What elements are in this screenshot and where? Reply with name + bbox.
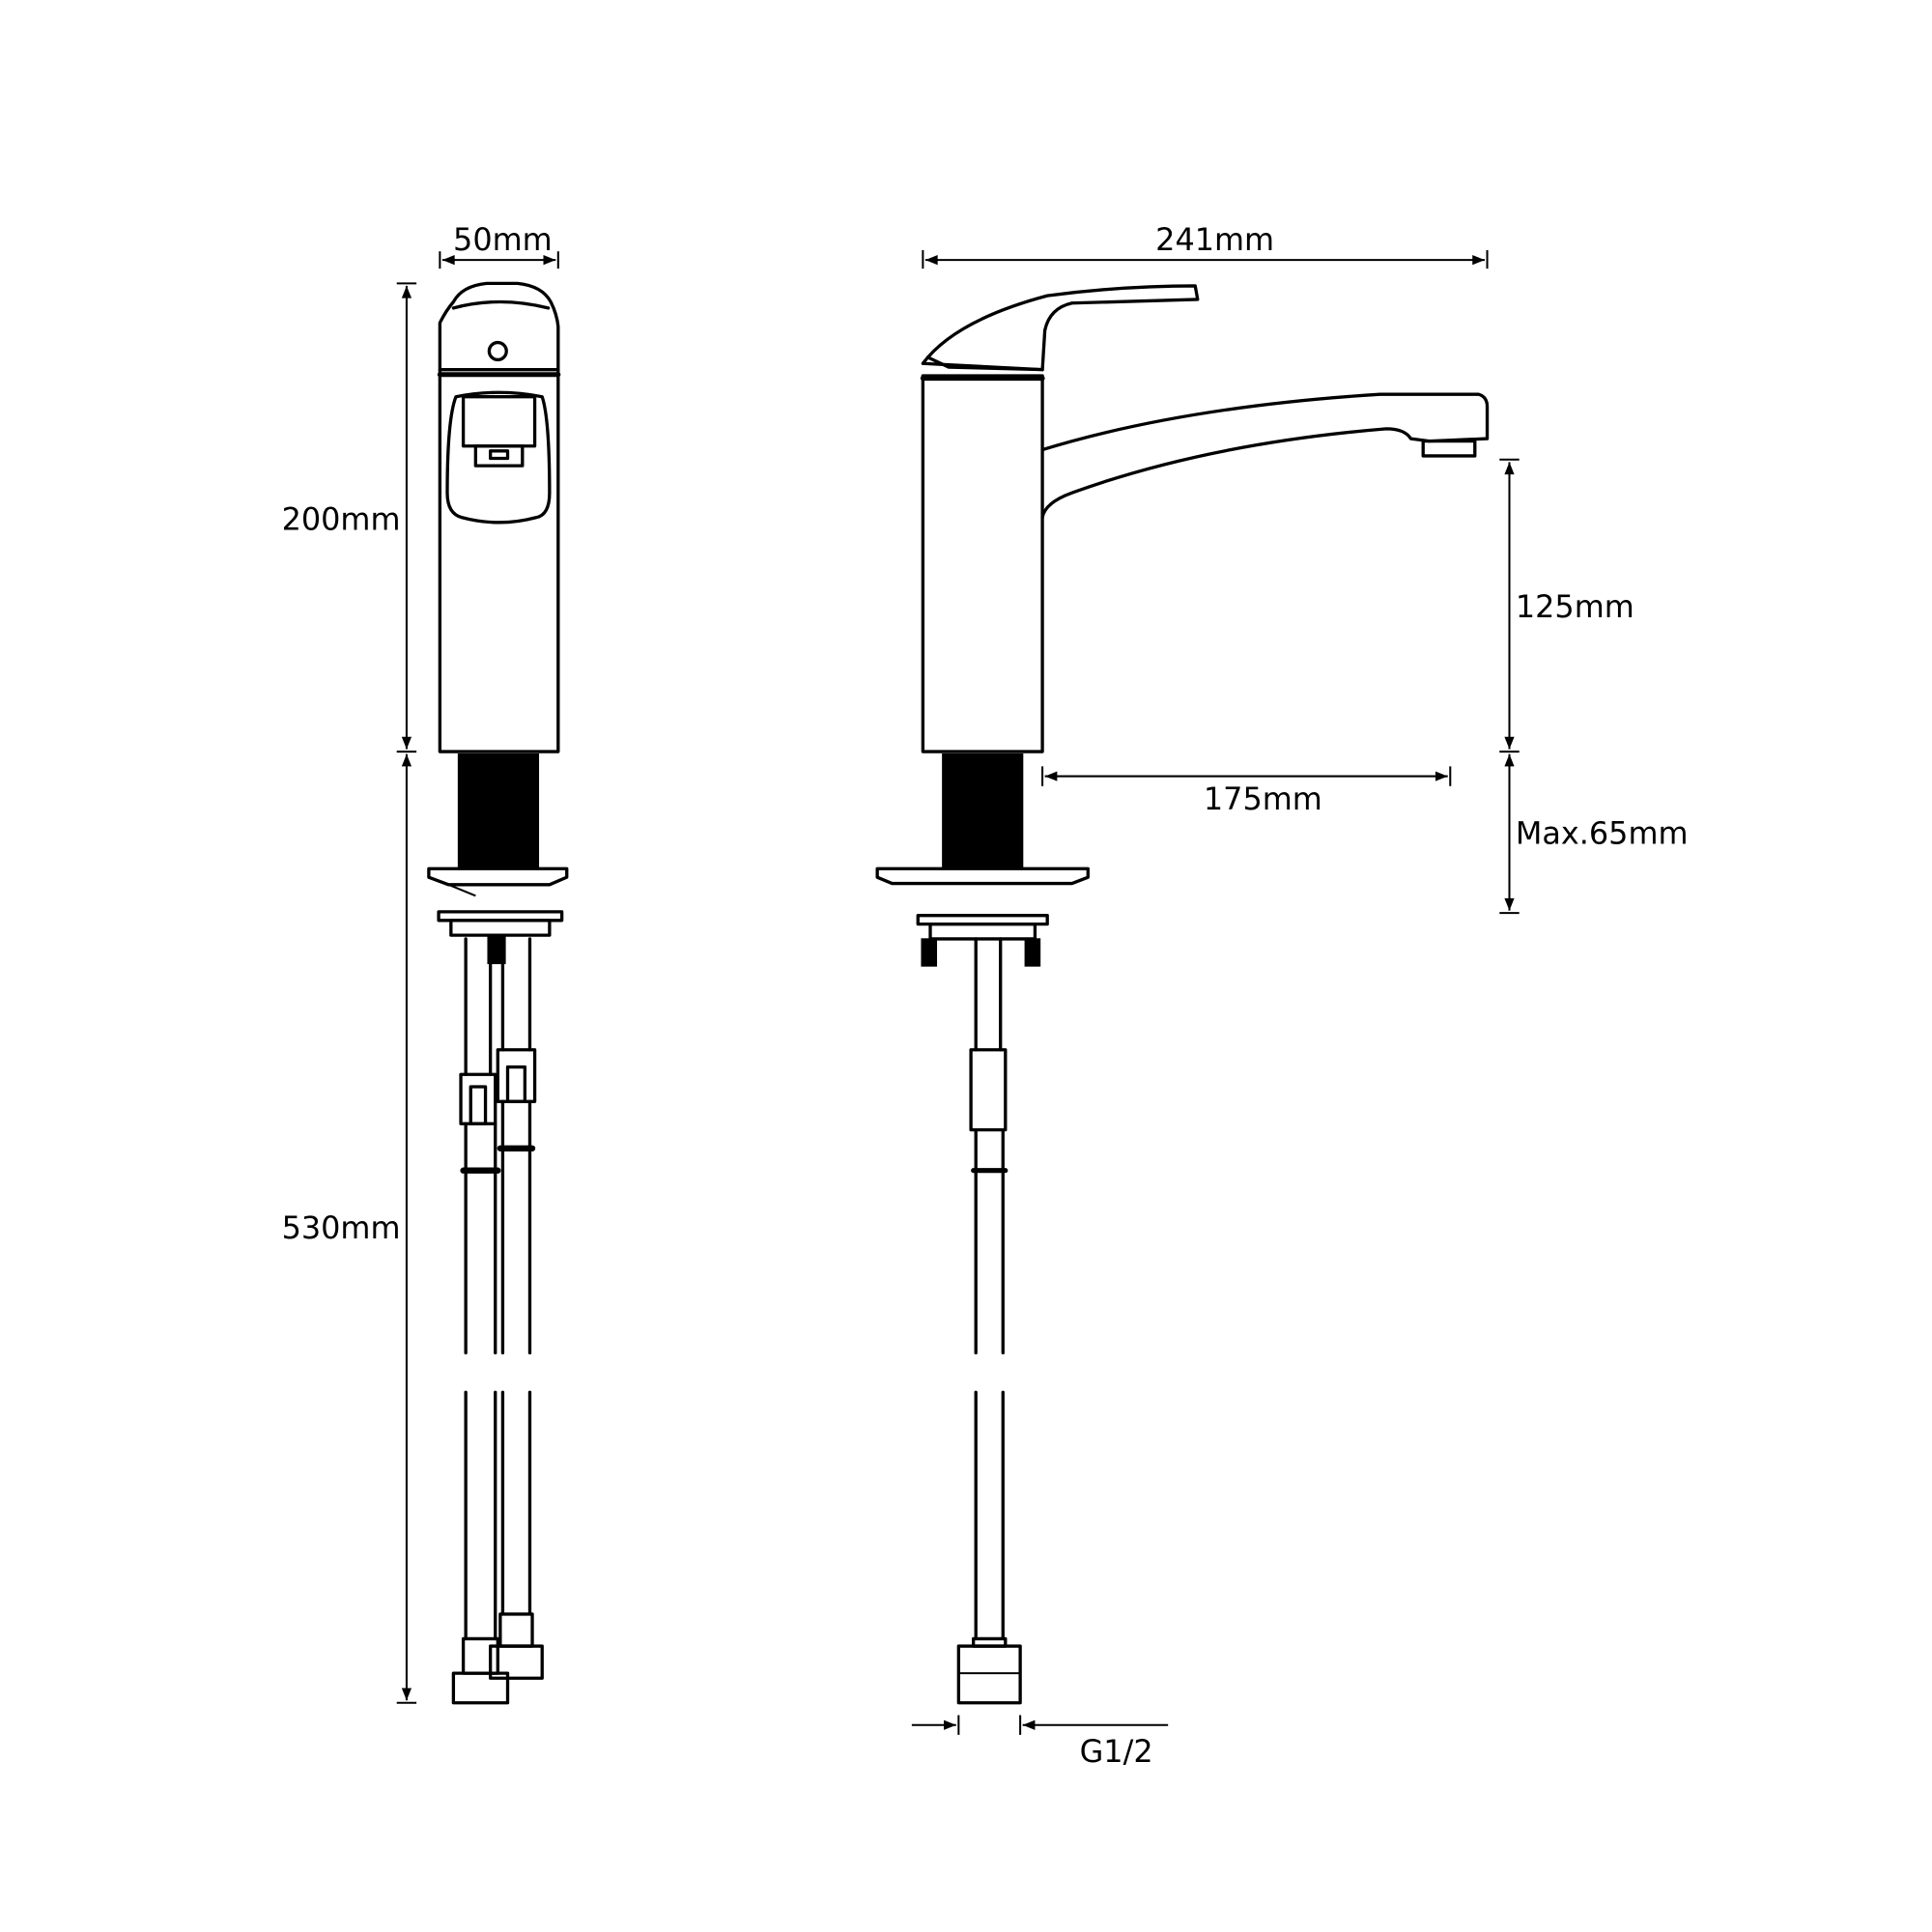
label-hose-length: 530mm: [282, 1209, 401, 1246]
label-overall-length: 241mm: [1155, 221, 1274, 258]
dimension-body-height: 200mm: [282, 282, 417, 753]
label-thread: G1/2: [1080, 1733, 1153, 1770]
label-spout-height: 125mm: [1516, 588, 1634, 625]
label-body-height: 200mm: [282, 500, 401, 537]
side-view-faucet: [875, 284, 1490, 1705]
dimension-max-deck: Max.65mm: [1499, 753, 1689, 915]
dimension-spout-height: 125mm: [1499, 458, 1634, 753]
dimension-front-width: 50mm: [439, 221, 559, 270]
label-front-width: 50mm: [453, 221, 553, 258]
dimension-hose-length: 530mm: [282, 753, 417, 1704]
dimension-spout-reach: 175mm: [1041, 766, 1452, 817]
front-view-faucet: [427, 281, 569, 1705]
label-max-deck: Max.65mm: [1516, 815, 1689, 852]
dimension-overall-length: 241mm: [922, 221, 1489, 270]
dimension-thread: G1/2: [911, 1715, 1169, 1770]
label-spout-reach: 175mm: [1204, 781, 1322, 817]
